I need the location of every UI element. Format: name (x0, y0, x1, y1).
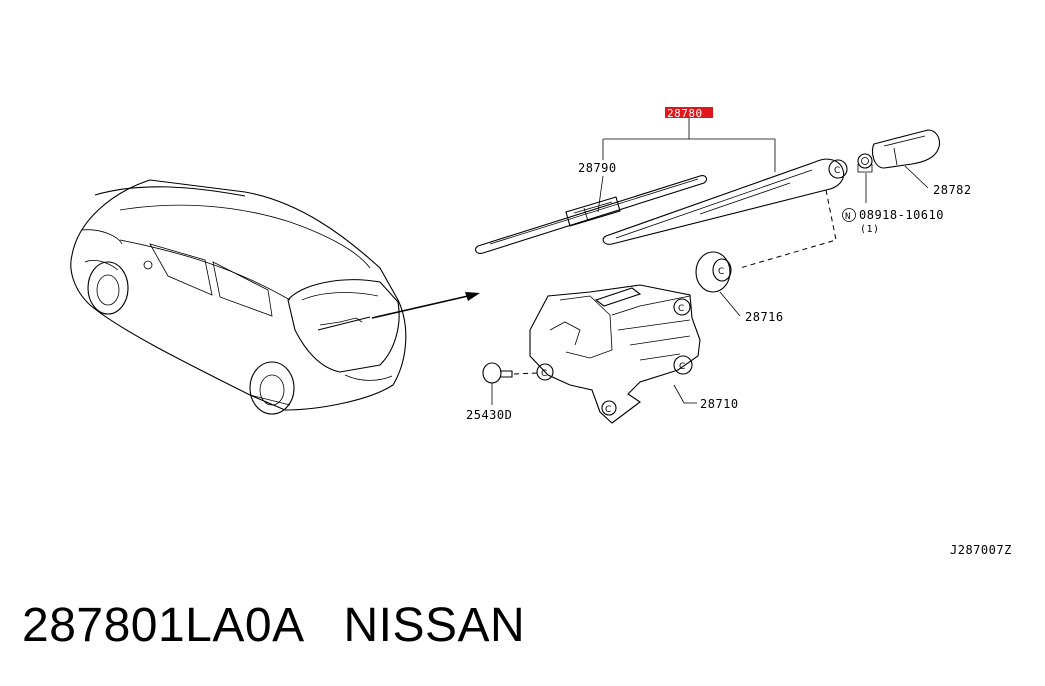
wiper-blade (474, 175, 708, 254)
svg-text:C: C (541, 369, 547, 379)
svg-text:C: C (678, 304, 684, 314)
diagram-code: J287007Z (950, 543, 1012, 557)
nut-marker-icon (842, 208, 856, 222)
wiper-arm: C (602, 158, 848, 245)
nut-label: 08918-10610 (859, 208, 944, 222)
bolt-label: 25430D (466, 408, 512, 422)
arm-assembly-label: 28780 (667, 107, 703, 120)
svg-text:C: C (718, 267, 724, 277)
bolt (482, 362, 513, 384)
alignment-dashes (739, 189, 837, 269)
wiper-motor: C C C C (529, 284, 701, 424)
seal-grommet: C (695, 251, 732, 293)
arm-cap-label: 28782 (933, 183, 972, 197)
nut-marker: N (845, 212, 851, 222)
seal-label: 28716 (745, 310, 784, 324)
nut-qty-label: (1) (860, 224, 880, 235)
arm-assembly-highlight (665, 107, 713, 118)
wiper-parts-diagram: 28780 28790 C N 08918-10610 (1) 28782 (70, 107, 972, 424)
motor-label: 28710 (700, 397, 739, 411)
nut-icon (857, 153, 873, 173)
direction-arrow (371, 292, 480, 319)
arm-assembly-leader (602, 118, 776, 172)
part-number-caption: 287801LA0A NISSAN (22, 599, 526, 652)
blade-label: 28790 (578, 161, 617, 175)
svg-text:C: C (605, 405, 611, 415)
svg-text:C: C (834, 166, 840, 176)
arm-cap (871, 129, 940, 169)
car-illustration (70, 179, 407, 415)
svg-text:C: C (679, 362, 685, 372)
